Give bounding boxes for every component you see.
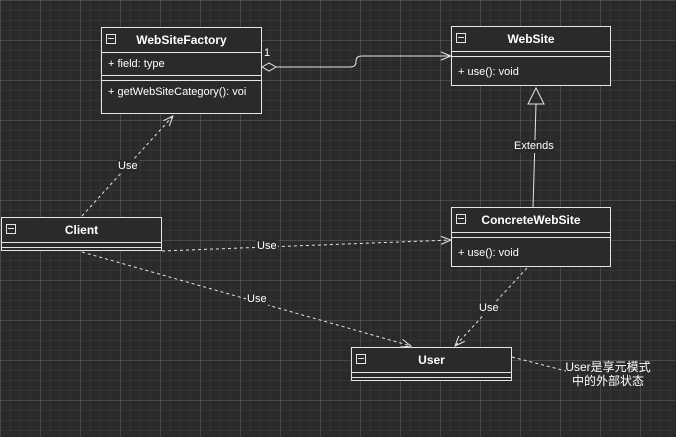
collapse-icon[interactable] bbox=[6, 224, 16, 234]
use-label-client-factory: Use bbox=[117, 160, 139, 173]
note-text[interactable]: User是享元模式 中的外部状态 bbox=[556, 360, 660, 388]
class-websitefactory[interactable]: WebSiteFactory + field: type + getWebSit… bbox=[101, 27, 262, 114]
class-website-name: WebSite bbox=[507, 32, 555, 46]
use-label-client-concrete: Use bbox=[256, 240, 278, 253]
use-label-client-user: Use bbox=[246, 293, 268, 306]
class-concretewebsite-operation: + use(): void bbox=[458, 247, 519, 259]
class-client[interactable]: Client bbox=[1, 217, 162, 251]
collapse-icon[interactable] bbox=[456, 214, 466, 224]
aggregation-edge[interactable] bbox=[260, 56, 451, 72]
class-websitefactory-operation: + getWebSiteCategory(): voi bbox=[108, 86, 247, 98]
class-websitefactory-divider bbox=[102, 76, 261, 81]
class-client-attributes bbox=[2, 243, 161, 248]
note-line-2: 中的外部状态 bbox=[571, 374, 644, 388]
inheritance-triangle-icon bbox=[527, 86, 545, 105]
extends-edge[interactable] bbox=[527, 86, 545, 209]
class-client-name: Client bbox=[64, 223, 99, 237]
class-concretewebsite-name: ConcreteWebSite bbox=[481, 213, 581, 227]
collapse-icon[interactable] bbox=[456, 33, 466, 43]
class-concretewebsite[interactable]: ConcreteWebSite + use(): void bbox=[451, 207, 611, 267]
collapse-icon[interactable] bbox=[106, 34, 116, 44]
class-websitefactory-header: WebSiteFactory bbox=[102, 28, 261, 53]
extends-label: Extends bbox=[513, 140, 555, 153]
class-websitefactory-name: WebSiteFactory bbox=[136, 33, 227, 47]
class-websitefactory-attribute: + field: type bbox=[102, 53, 261, 76]
class-website-operation: + use(): void bbox=[458, 66, 519, 78]
aggregation-multiplicity-label: 1 bbox=[264, 47, 271, 59]
class-client-header: Client bbox=[2, 218, 161, 243]
class-user-name: User bbox=[418, 353, 445, 367]
class-user-attributes bbox=[352, 373, 511, 378]
class-website-header: WebSite bbox=[452, 27, 610, 52]
collapse-icon[interactable] bbox=[356, 354, 366, 364]
class-user-header: User bbox=[352, 348, 511, 373]
class-concretewebsite-header: ConcreteWebSite bbox=[452, 208, 610, 233]
note-line-1: User是享元模式 bbox=[565, 360, 651, 374]
class-website[interactable]: WebSite + use(): void bbox=[451, 26, 611, 86]
use-edge-client-concrete[interactable] bbox=[161, 240, 451, 252]
class-website-attributes bbox=[452, 52, 610, 57]
aggregation-diamond bbox=[260, 62, 278, 72]
class-concretewebsite-attributes bbox=[452, 233, 610, 238]
class-user[interactable]: User bbox=[351, 347, 512, 381]
use-label-concrete-user: Use bbox=[478, 302, 500, 315]
